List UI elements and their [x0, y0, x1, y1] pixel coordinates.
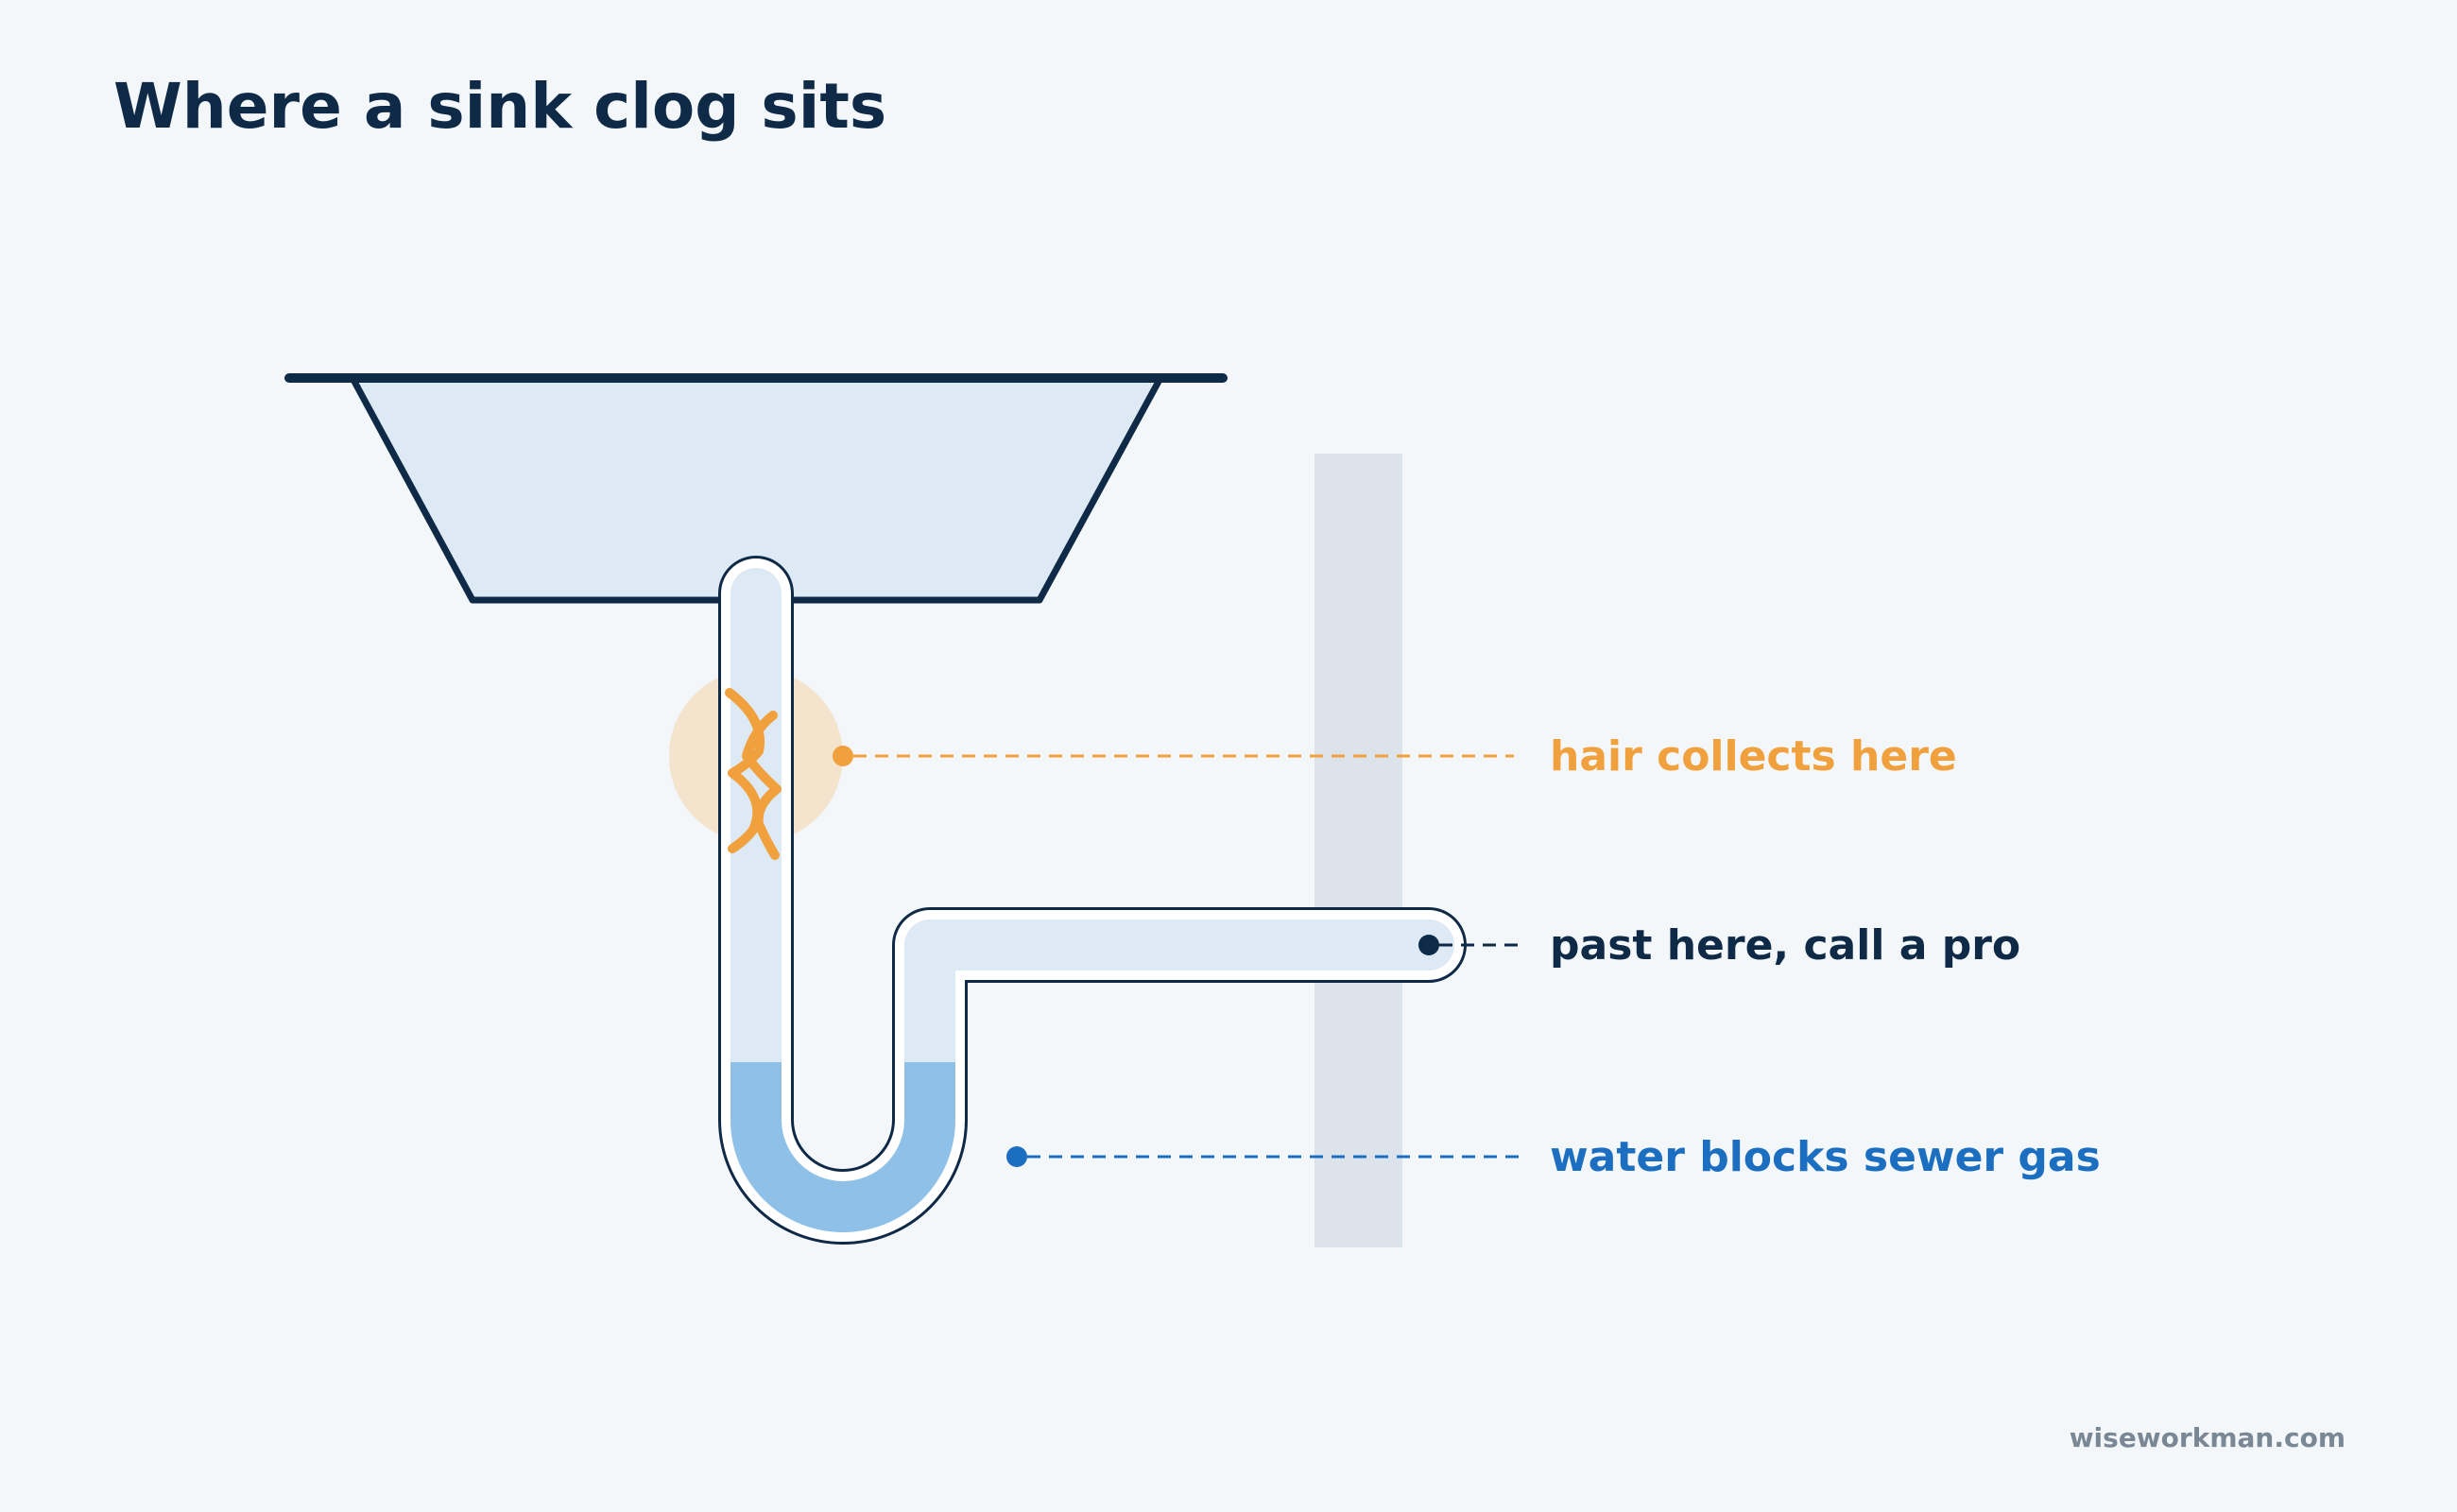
hair-callout-dot [833, 746, 853, 766]
hair-callout-label: hair collects here [1550, 732, 1957, 781]
wall [1314, 454, 1402, 1247]
water-callout-dot [1006, 1146, 1027, 1167]
site-credit: wiseworkman.com [2070, 1422, 2345, 1453]
pro-callout-dot [1418, 935, 1439, 955]
hair-clog [725, 688, 782, 860]
trap-water [730, 1062, 955, 1232]
page-title: Where a sink clog sits [113, 70, 886, 143]
water-callout-label: water blocks sewer gas [1550, 1133, 2101, 1181]
pro-callout-label: past here, call a pro [1550, 921, 2020, 970]
